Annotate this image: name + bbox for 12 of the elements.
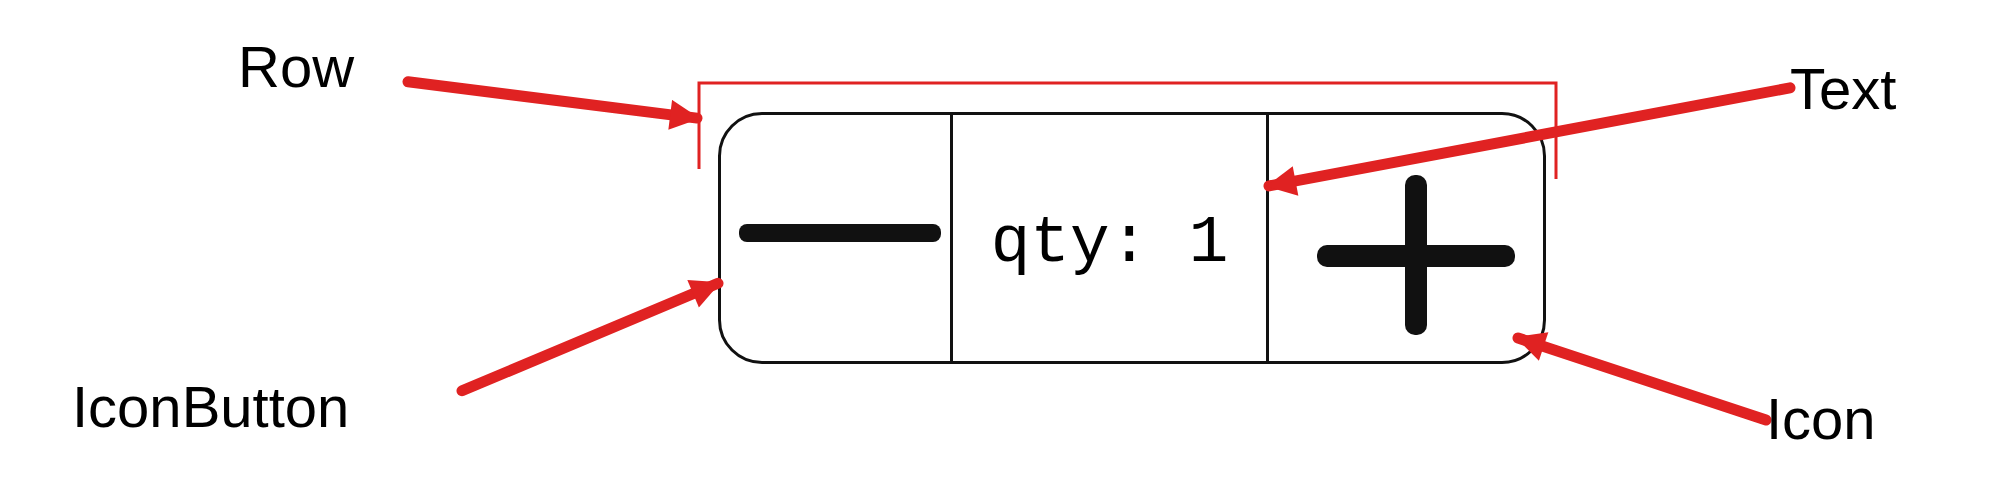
leader-arrow <box>402 76 703 130</box>
component-label: IconButton <box>72 378 462 440</box>
quantity-cell: qty: 1 <box>950 112 1269 364</box>
leader-arrow <box>456 277 724 397</box>
component-label: Icon <box>1766 390 1916 452</box>
row-bracket <box>697 81 1558 179</box>
stepper-row <box>718 112 1546 364</box>
component-label: Text <box>1790 60 1940 122</box>
leader-arrow <box>1512 332 1772 426</box>
plus-icon <box>1317 175 1515 335</box>
component-label: Row <box>238 38 408 98</box>
leader-arrow <box>1263 82 1796 196</box>
